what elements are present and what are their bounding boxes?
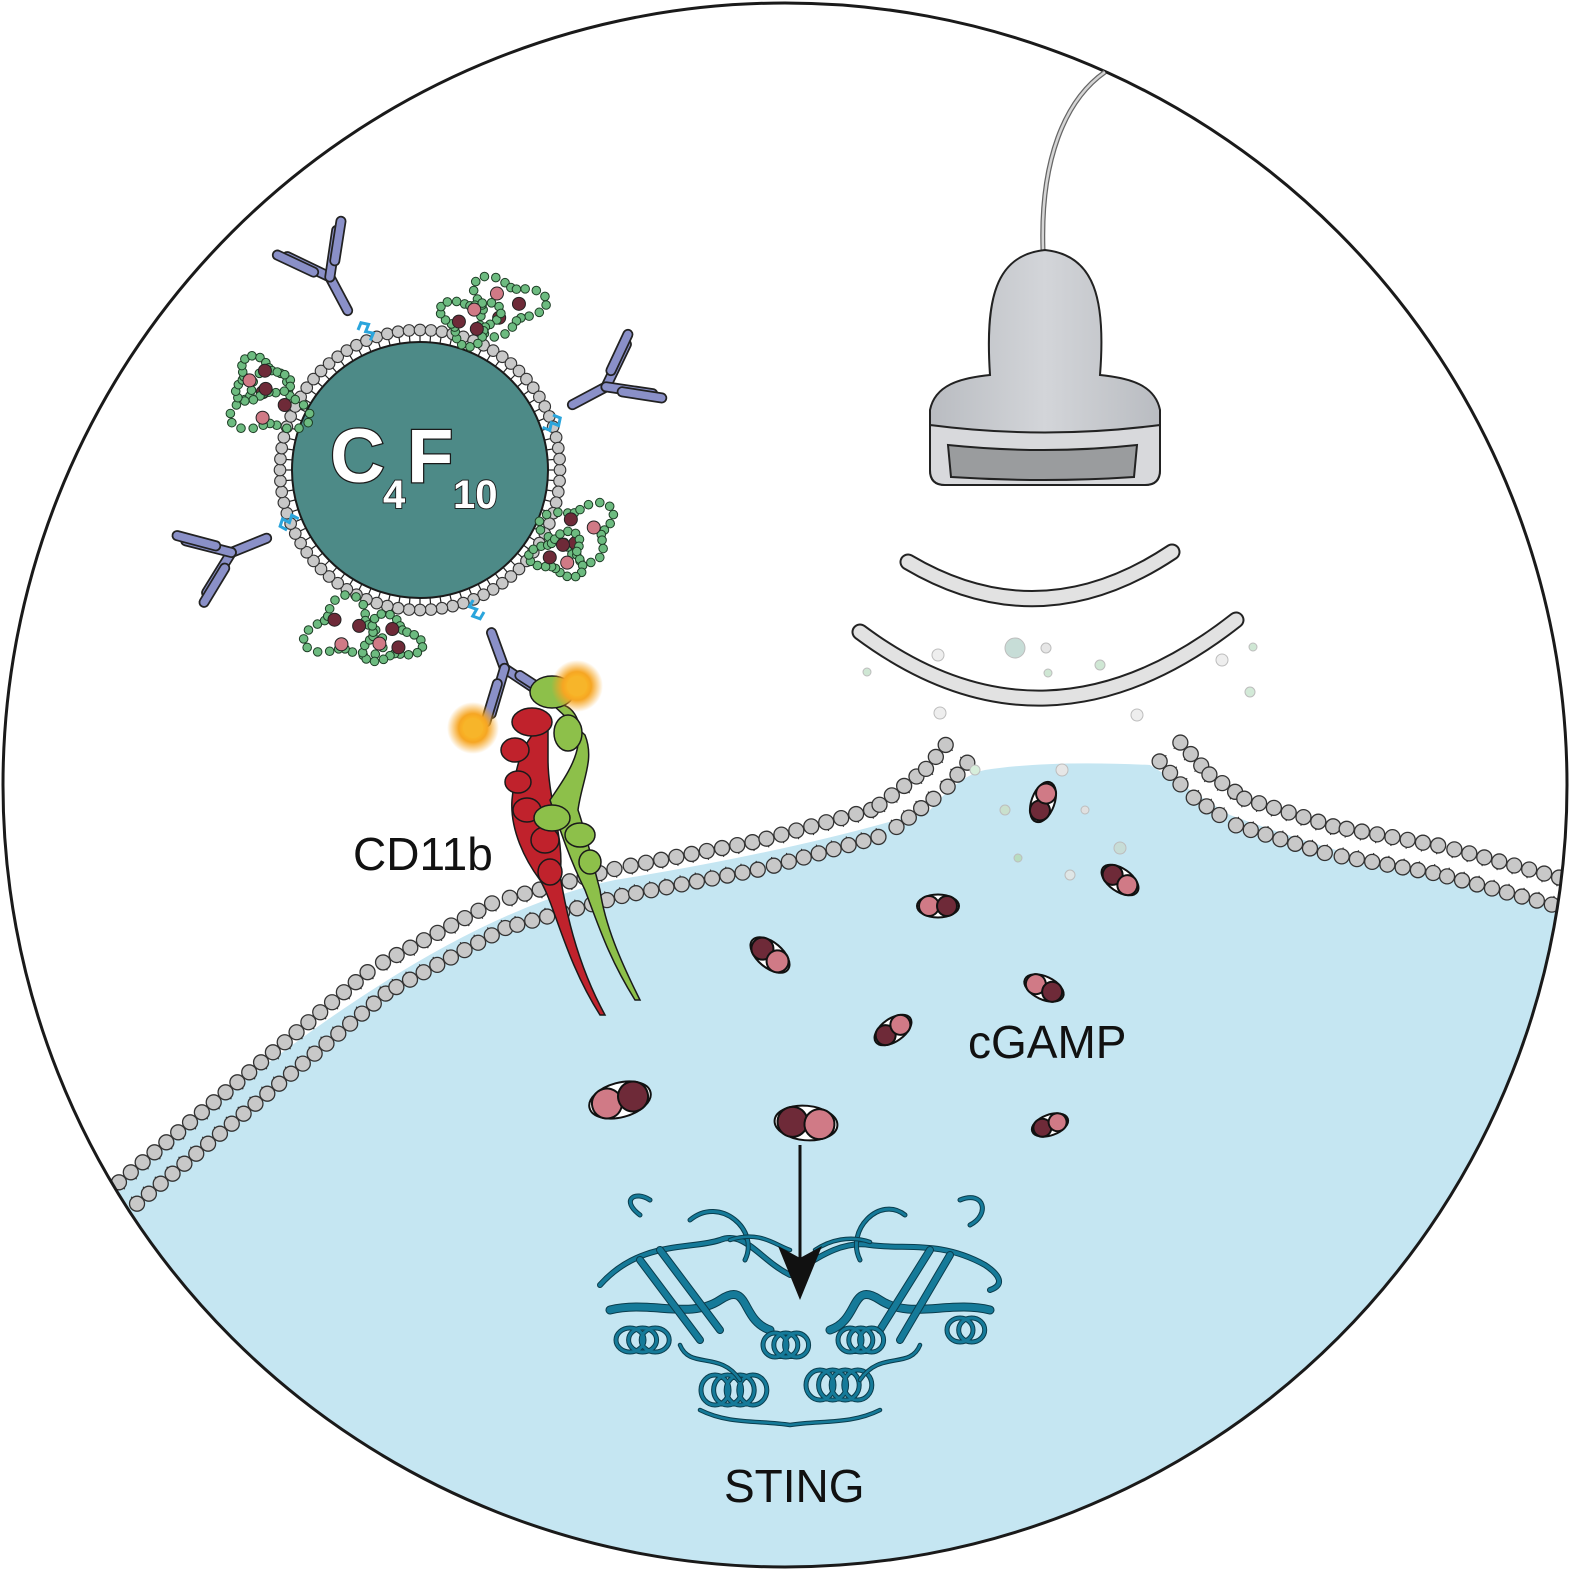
sting-label: STING xyxy=(724,1460,865,1512)
cgamp-label: cGAMP xyxy=(968,1016,1126,1068)
bubble-gas-sub2: 10 xyxy=(453,473,498,517)
antibody-icon xyxy=(177,491,314,602)
ultrasound-transducer-icon xyxy=(930,72,1160,485)
bubble-gas-f: F xyxy=(407,414,453,499)
bubble-gas-sub1: 4 xyxy=(383,473,406,517)
bubble-gas-c: C xyxy=(330,414,385,499)
cd11b-label: CD11b xyxy=(353,828,493,880)
cgamp-icon xyxy=(917,895,959,918)
cytoplasm xyxy=(0,763,1570,1570)
